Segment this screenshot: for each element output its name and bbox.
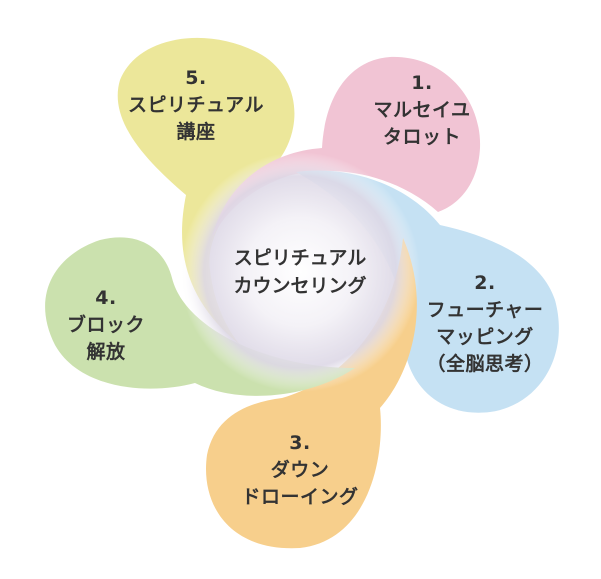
center-label-line-1: スピリチュアル [233, 247, 367, 269]
petal-number: 1. [411, 72, 433, 94]
petal-block-release [45, 237, 356, 396]
petal-label-future-mapping: 2. フューチャー マッピング （全脳思考） [385, 270, 585, 378]
petal-number: 4. [95, 287, 117, 309]
petal-label-line: マッピング [436, 326, 534, 348]
petal-label-line: マルセイユ [373, 99, 471, 121]
petal-label-line: 講座 [176, 121, 216, 143]
petal-number: 2. [474, 272, 496, 294]
petal-label-line: ドローイング [241, 486, 359, 508]
center-glow [180, 152, 420, 392]
petal-future-mapping [296, 170, 559, 413]
petal-label-line: （全脳思考） [426, 353, 544, 375]
petal-label-block-release: 4. ブロック 解放 [6, 285, 206, 366]
petal-spiritual-course [117, 37, 295, 346]
petal-label-line: フューチャー [426, 299, 544, 321]
center-label-line-2: カウンセリング [233, 275, 367, 297]
petal-number: 5. [185, 67, 207, 89]
petal-label-line: ブロック [66, 314, 145, 336]
petal-label-line: 解放 [86, 341, 126, 363]
petal-label-line: タロット [382, 126, 461, 148]
petal-marseille-tarot [212, 56, 481, 238]
petal-downloading [206, 238, 417, 549]
petal-number: 3. [289, 432, 311, 454]
petal-label-downloading: 3. ダウン ドローイング [200, 430, 400, 511]
center-label: スピリチュアル カウンセリング [190, 244, 410, 300]
petal-label-line: スピリチュアル [128, 94, 264, 116]
petal-label-marseille-tarot: 1. マルセイユ タロット [322, 70, 522, 151]
petal-label-line: ダウン [270, 459, 330, 481]
petal-label-spiritual-course: 5. スピリチュアル 講座 [96, 65, 296, 146]
